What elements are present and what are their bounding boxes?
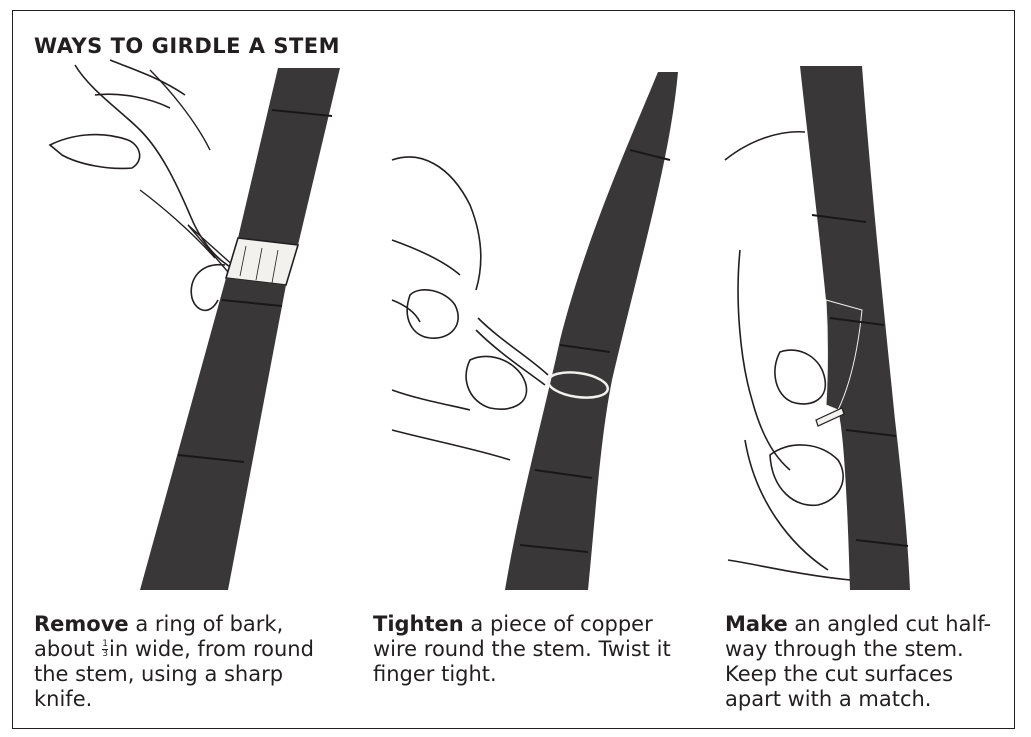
illustrations [0,0,1031,600]
caption-tighten: Tighten a piece of copper wire round the… [373,612,673,687]
caption-make-bold: Make [725,612,788,636]
thumb-outline [140,70,215,258]
wire-twist [476,318,548,385]
bark-ring [226,238,298,285]
caption-tighten-bold: Tighten [373,612,464,636]
panel-3-illustration [725,66,910,590]
finger-outline [50,60,185,168]
stem [505,72,678,590]
fraction-denominator: 3 [102,650,108,659]
finger-outline [745,440,843,570]
panel-1-illustration [50,60,340,590]
hand-outline [392,157,481,322]
stem-lower [140,278,286,590]
panel-2-illustration [392,72,678,590]
finger-outline [392,356,527,460]
stem-upper [238,68,340,245]
thumb-outline [775,350,825,404]
caption-make: Make an angled cut half-way through the … [725,612,1005,712]
caption-remove-bold: Remove [34,612,129,636]
